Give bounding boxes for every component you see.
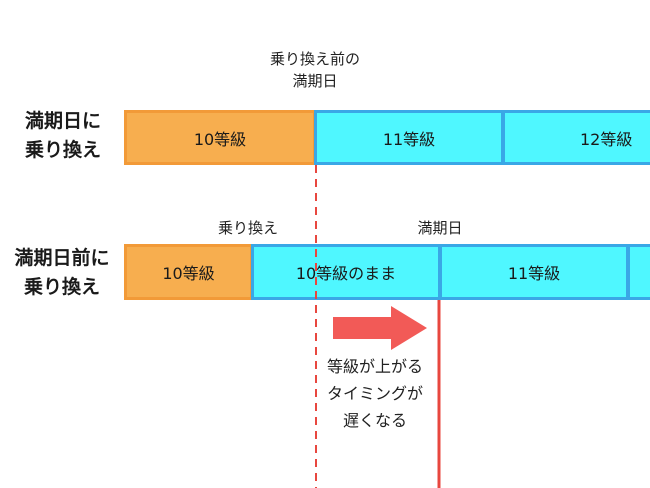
row1-segment-11-label: 11等級 — [382, 129, 436, 149]
new-maturity-solid-line — [437, 300, 441, 488]
row2-segment-11: 11等級 — [439, 244, 629, 300]
row2-segment-10-remains: 10等級のまま — [251, 244, 441, 300]
row2-segment-10-label: 10等級 — [162, 264, 215, 283]
row1-segment-11: 11等級 — [314, 110, 504, 165]
row2-segment-11-label: 11等級 — [507, 264, 561, 283]
previous-maturity-caption: 乗り換え前の 満期日 — [250, 48, 380, 92]
row2-segment-next — [627, 244, 650, 300]
row1-label-line2: 乗り換え — [24, 139, 101, 161]
maturity-caption-text: 満期日 — [417, 219, 463, 237]
row1-segment-12: 12等級 — [502, 110, 650, 165]
switch-caption-text: 乗り換え — [217, 219, 278, 237]
previous-maturity-caption-line1: 乗り換え前の — [269, 50, 360, 68]
maturity-caption: 満期日 — [400, 217, 480, 239]
row1-segment-12-label: 12等級 — [580, 129, 633, 149]
row1-label: 満期日に 乗り換え — [14, 107, 112, 165]
row1-segment-10-label: 10等級 — [193, 129, 247, 149]
row2-segment-10-remains-label: 10等級のまま — [295, 264, 397, 283]
previous-maturity-dashed-line — [315, 165, 317, 488]
row1-label-line1: 満期日に — [24, 110, 101, 132]
delay-note-line2: タイミングが — [326, 384, 423, 403]
switch-caption: 乗り換え — [203, 217, 293, 239]
previous-maturity-caption-line2: 満期日 — [292, 72, 338, 90]
row2-segment-10: 10等級 — [124, 244, 253, 300]
row2-label: 満期日前に 乗り換え — [4, 244, 120, 302]
delay-note-line1: 等級が上がる — [326, 357, 423, 376]
row2-label-line1: 満期日前に — [14, 247, 110, 269]
row1-segment-10: 10等級 — [124, 110, 316, 165]
delay-note-line3: 遅くなる — [342, 411, 407, 430]
delay-note: 等級が上がる タイミングが 遅くなる — [310, 353, 440, 434]
delay-arrow-icon — [333, 306, 427, 350]
row2-label-line2: 乗り換え — [23, 276, 100, 298]
